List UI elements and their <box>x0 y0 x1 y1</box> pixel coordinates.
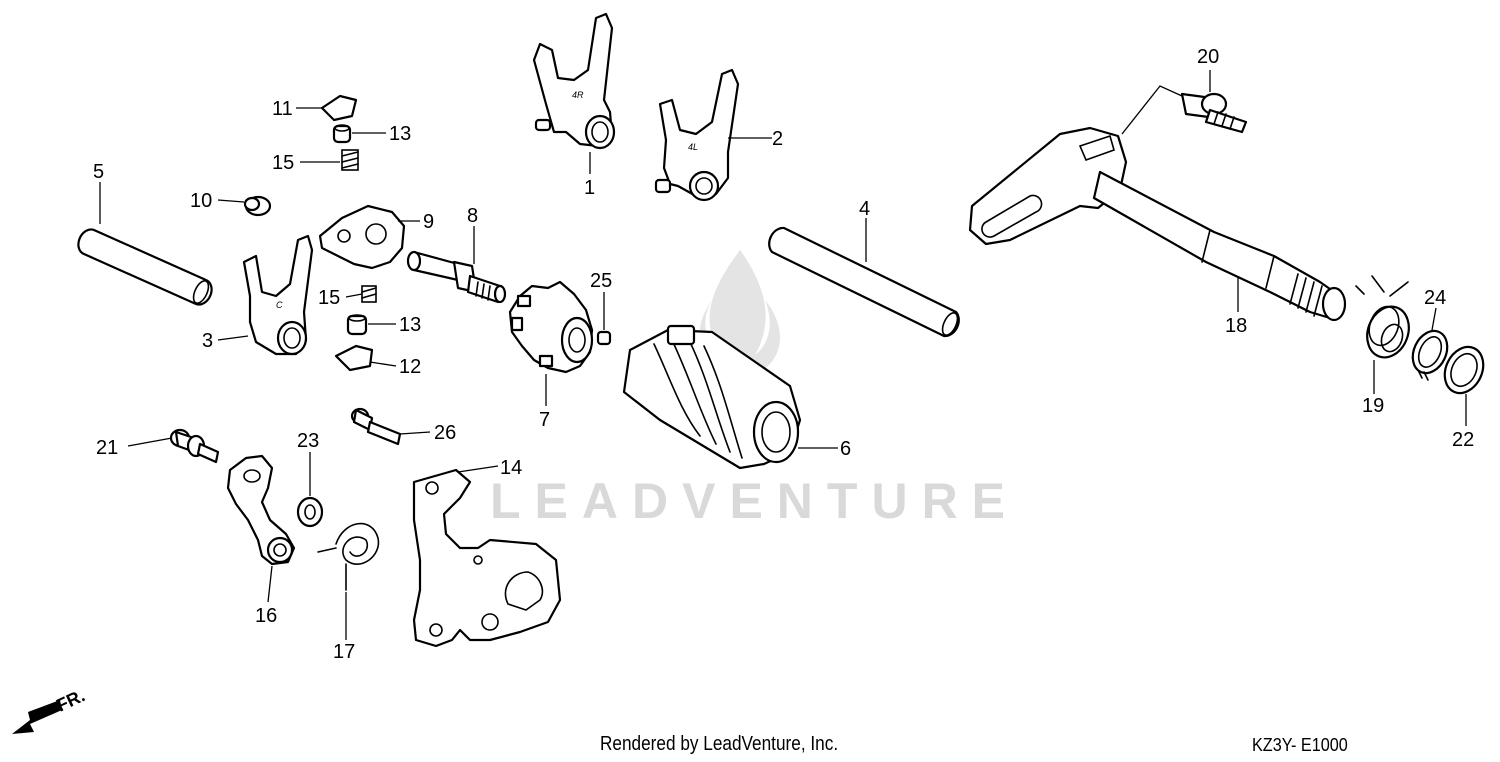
callout-13-top[interactable]: 13 <box>389 123 411 145</box>
callout-25[interactable]: 25 <box>590 270 612 292</box>
callout-11[interactable]: 11 <box>272 98 293 120</box>
callout-22[interactable]: 22 <box>1452 429 1474 451</box>
callout-23[interactable]: 23 <box>297 430 319 452</box>
callout-5[interactable]: 5 <box>93 161 104 183</box>
stopper-arm[interactable] <box>318 204 406 270</box>
callout-19[interactable]: 19 <box>1362 395 1384 417</box>
shift-drum-center[interactable] <box>508 280 594 374</box>
callout-15-top[interactable]: 15 <box>272 152 294 174</box>
callout-12[interactable]: 12 <box>399 356 421 378</box>
callout-13-bottom[interactable]: 13 <box>399 314 421 336</box>
stopper-plate[interactable] <box>412 468 562 648</box>
guide-pad-top[interactable] <box>320 94 358 122</box>
callout-26[interactable]: 26 <box>434 422 456 444</box>
small-spring-top[interactable] <box>341 149 359 171</box>
snap-ring[interactable] <box>1406 325 1454 381</box>
callout-16[interactable]: 16 <box>255 605 277 627</box>
small-cap-top[interactable] <box>332 124 352 144</box>
callout-7[interactable]: 7 <box>539 409 550 431</box>
shift-fork-4r[interactable]: 4R <box>532 12 616 150</box>
fork-mark-4r: 4R <box>572 90 584 100</box>
callout-2[interactable]: 2 <box>772 128 783 150</box>
callout-18[interactable]: 18 <box>1225 315 1247 337</box>
return-spring[interactable] <box>1355 275 1416 363</box>
flange-bolt-21[interactable] <box>169 428 220 464</box>
fork-mark-4l: 4L <box>688 142 698 152</box>
gearshift-spindle[interactable] <box>968 126 1347 322</box>
front-arrow-icon <box>12 700 62 734</box>
rendered-by-credit: Rendered by LeadVenture, Inc. <box>600 733 839 755</box>
watermark-text: LEADVENTURE <box>490 473 1019 529</box>
front-direction-arrow: FR. <box>12 685 88 734</box>
pinch-bolt[interactable] <box>1180 92 1248 134</box>
small-bolt[interactable] <box>243 195 272 217</box>
fork-shaft-long[interactable] <box>768 226 960 338</box>
fork-mark-c: C <box>276 300 283 310</box>
leader-lines <box>99 70 1467 640</box>
stopper-lever[interactable] <box>226 454 296 566</box>
small-cap-bottom[interactable] <box>346 314 368 336</box>
shift-fork-4l[interactable]: 4L <box>654 68 740 202</box>
callout-20[interactable]: 20 <box>1197 46 1219 68</box>
drum-pin-bolt[interactable] <box>406 250 507 304</box>
guide-pad-bottom[interactable] <box>334 344 374 372</box>
callout-17[interactable]: 17 <box>333 641 355 663</box>
small-spring-bottom[interactable] <box>361 285 377 303</box>
stopper-spring[interactable] <box>317 522 380 591</box>
shift-fork-c[interactable]: C <box>242 234 314 356</box>
callout-14[interactable]: 14 <box>500 457 522 479</box>
oil-seal[interactable] <box>1438 341 1491 400</box>
callout-6[interactable]: 6 <box>840 438 851 460</box>
bolt-26[interactable] <box>350 407 402 446</box>
callout-8[interactable]: 8 <box>467 205 478 227</box>
shift-drum[interactable] <box>622 324 802 470</box>
callout-4[interactable]: 4 <box>859 198 870 220</box>
callout-9[interactable]: 9 <box>423 211 434 233</box>
callout-1[interactable]: 1 <box>584 177 595 199</box>
fork-shaft-short[interactable] <box>77 228 213 306</box>
washer[interactable] <box>296 496 324 528</box>
callout-24[interactable]: 24 <box>1424 287 1446 309</box>
callout-21[interactable]: 21 <box>96 437 118 459</box>
callout-10[interactable]: 10 <box>190 190 212 212</box>
callout-15-bottom[interactable]: 15 <box>318 287 340 309</box>
callout-3[interactable]: 3 <box>202 330 213 352</box>
dowel-pin[interactable] <box>596 330 612 346</box>
callouts: 1 2 3 4 5 6 7 8 9 10 11 12 13 13 14 15 1… <box>93 46 1474 663</box>
diagram-code: KZ3Y- E1000 <box>1252 735 1348 755</box>
